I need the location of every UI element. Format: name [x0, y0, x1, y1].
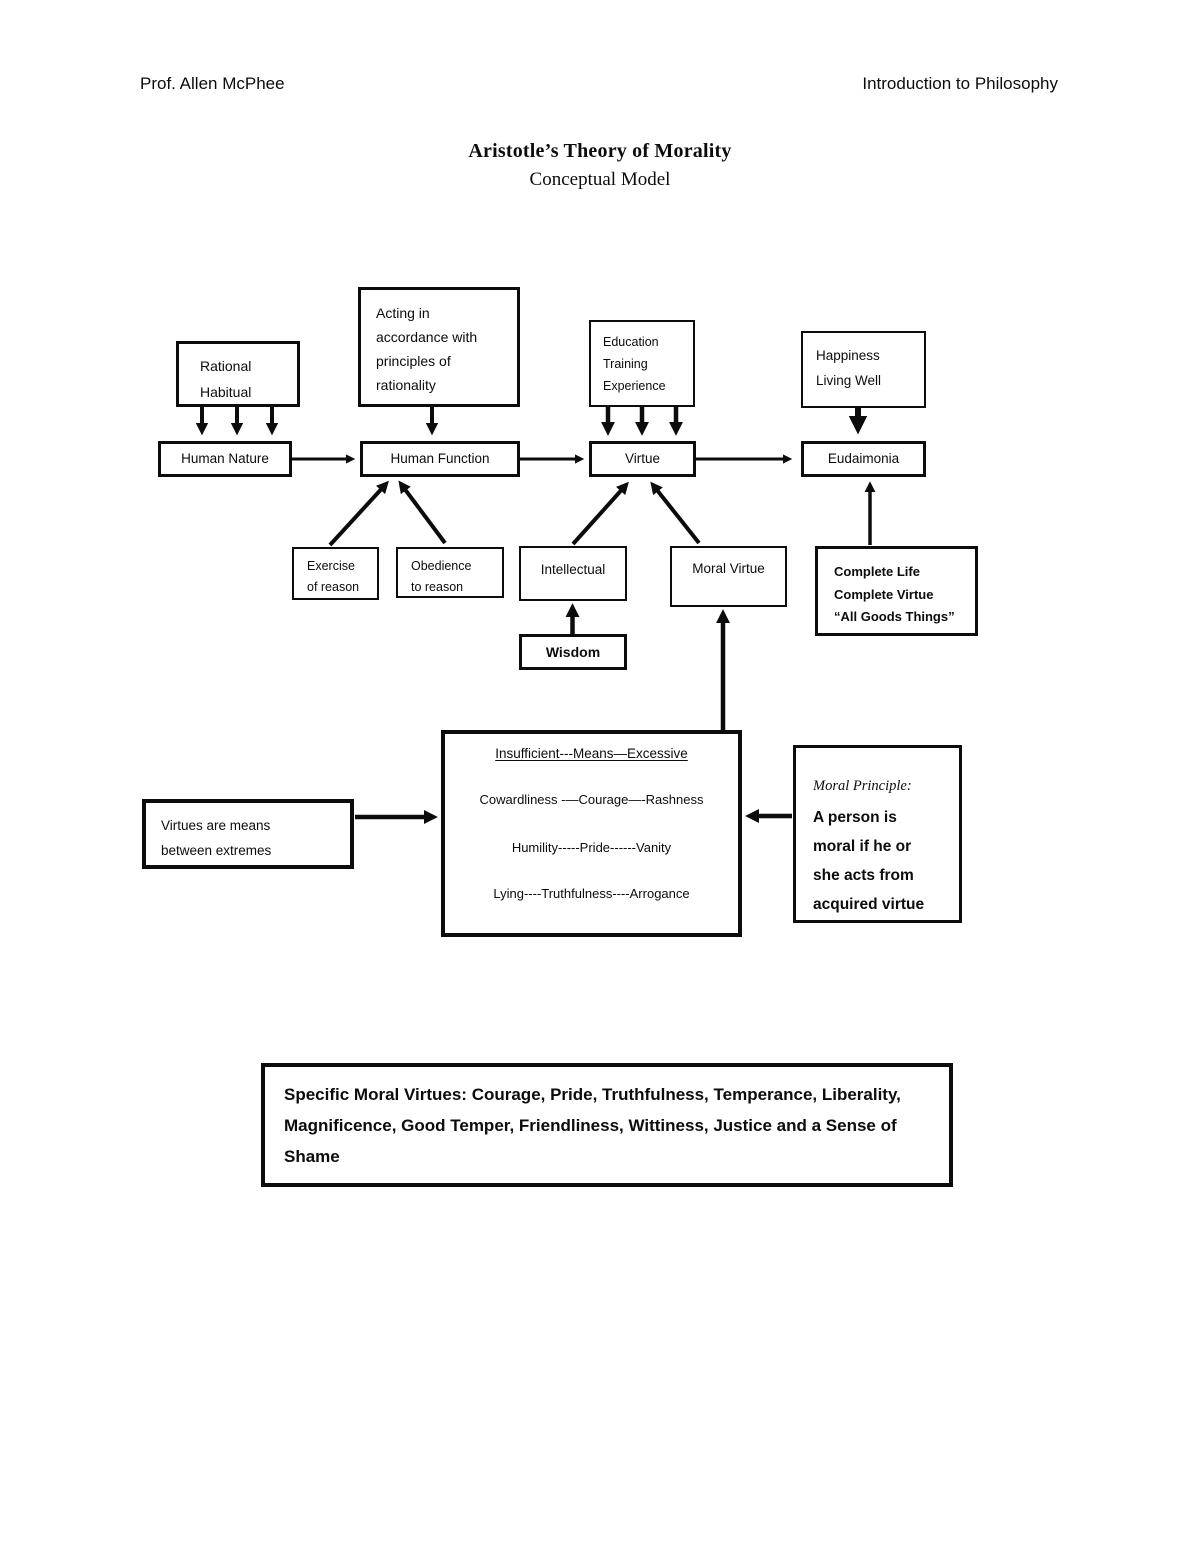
moral-principle-heading: Moral Principle:: [813, 778, 912, 794]
means-row-truthfulness: Lying----Truthfulness----Arrogance: [493, 886, 690, 902]
box-eudaimonia: Eudaimonia: [801, 441, 926, 477]
box-happiness-living-well: Happiness Living Well: [801, 331, 926, 408]
box-complete-life: Complete Life Complete Virtue “All Goods…: [815, 546, 978, 636]
box-human-nature: Human Nature: [158, 441, 292, 477]
box-obedience-to-reason: Obedience to reason: [396, 547, 504, 598]
arrow-exercise-to-human-function: [328, 480, 389, 547]
course-name: Introduction to Philosophy: [862, 74, 1058, 93]
box-human-function: Human Function: [360, 441, 520, 477]
page-title: Aristotle’s Theory of Morality: [468, 140, 732, 162]
arrow-intellectual-to-virtue: [571, 481, 629, 546]
professor-name: Prof. Allen McPhee: [140, 74, 285, 93]
box-moral-principle: Moral Principle: A person is moral if he…: [793, 745, 962, 923]
box-exercise-of-reason: Exercise of reason: [292, 547, 379, 600]
title-block: Aristotle’s Theory of Morality Conceptua…: [0, 140, 1200, 191]
page-header: Prof. Allen McPhee Introduction to Philo…: [140, 74, 1058, 94]
box-virtues-are-means: Virtues are means between extremes: [142, 799, 354, 869]
means-row-courage: Cowardliness -—Courage—-Rashness: [479, 792, 704, 808]
box-specific-moral-virtues: Specific Moral Virtues: Courage, Pride, …: [261, 1063, 953, 1187]
moral-principle-body: A person is moral if he or she acts from…: [813, 808, 925, 913]
means-row-pride: Humility-----Pride------Vanity: [511, 839, 672, 855]
arrow-obedience-to-human-function: [398, 480, 447, 545]
rational-label: Rational: [200, 358, 252, 374]
page-subtitle: Conceptual Model: [529, 169, 671, 190]
box-means-extremes: Insufficient---Means—Excessive Cowardlin…: [441, 730, 742, 937]
box-intellectual: Intellectual: [519, 546, 627, 601]
habitual-label: Habitual: [200, 384, 252, 400]
arrow-moral-virtue-to-virtue: [650, 481, 701, 545]
box-education-training: Education Training Experience: [589, 320, 695, 407]
box-moral-virtue: Moral Virtue: [670, 546, 787, 607]
box-wisdom: Wisdom: [519, 634, 627, 670]
box-acting-rationality: Acting in accordance with principles of …: [358, 287, 520, 407]
box-virtue: Virtue: [589, 441, 696, 477]
box-rational-habitual: Rational Habitual: [176, 341, 300, 407]
means-header: Insufficient---Means—Excessive: [495, 746, 688, 761]
